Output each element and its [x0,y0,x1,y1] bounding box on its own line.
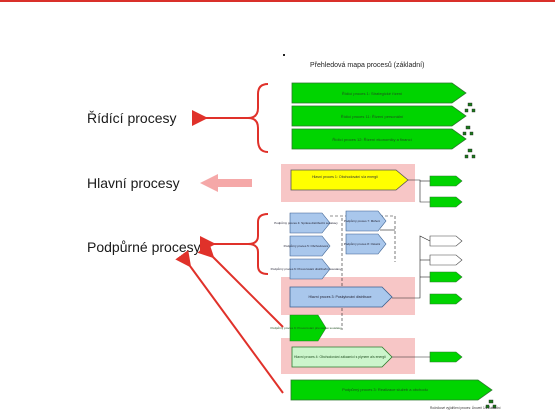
map-title: Přehledová mapa procesů (základní) [310,62,425,69]
bracket-podpurne [247,213,269,275]
bracket-ridici [247,83,269,153]
control-process-3-text: Řídící proces 12: Řízení ekonomiky a fin… [332,137,412,142]
main-process-4-text: Hlavní proces 4: Obchodování zákazníci s… [294,355,386,359]
right-green-boxes [429,175,463,363]
control-process-2-text: Řídící proces 11: Řízení personální [341,114,404,119]
right-white-boxes [429,235,463,266]
main-process-3 [289,286,393,308]
footer-legend-icon [485,399,497,409]
control-process-2 [291,105,467,127]
main-process-3-text: Hlavní proces 3: Poskytování distribuce [309,295,372,299]
support-c-text: Podpůrný proces 6: Provozování distribuč… [271,267,342,271]
label-podpurne-procesy: Podpůrné procesy [87,239,201,255]
control-process-1-text: Řídící proces 1: Strategické řízení [342,91,403,96]
top-accent-line [0,0,555,2]
main-process-1-text: Hlavní proces 1: Obchodování s/a energií [312,175,378,179]
connectors [330,179,431,358]
support-g-text: Podpůrný proces 3: Realizace služeb a ob… [342,387,428,392]
footer-text: Ročníkové vyjídřčení proces: Úroveň 1/1 … [430,405,501,410]
support-b-text: Podpůrný proces 5: Obchodování [284,244,329,248]
map-dot [283,54,285,56]
support-f-text: Podpůrný proces 9: Provozování přenosové… [270,326,342,330]
support-process-f [289,314,327,342]
support-e-text: Podpůrný proces 8: Ostatní [344,242,381,246]
arrow-podpurne-diag1 [197,241,284,328]
hierarchy-icon [462,102,476,159]
label-hlavni-procesy: Hlavní procesy [87,175,180,191]
support-d-text: Podpůrný proces 7: Měření [344,219,380,223]
label-ridici-procesy: Řídící procesy [87,110,177,126]
arrow-hlavni [200,174,252,192]
main-process-4 [291,346,393,368]
arrow-podpurne-diag2 [175,249,284,394]
support-processes [289,210,387,280]
main-process-1 [290,169,409,191]
control-process-3 [291,128,467,150]
support-a-text: Podpůrný proces 4: Správa distribuční so… [274,221,338,225]
control-process-1 [291,82,467,104]
support-process-g [290,379,493,401]
